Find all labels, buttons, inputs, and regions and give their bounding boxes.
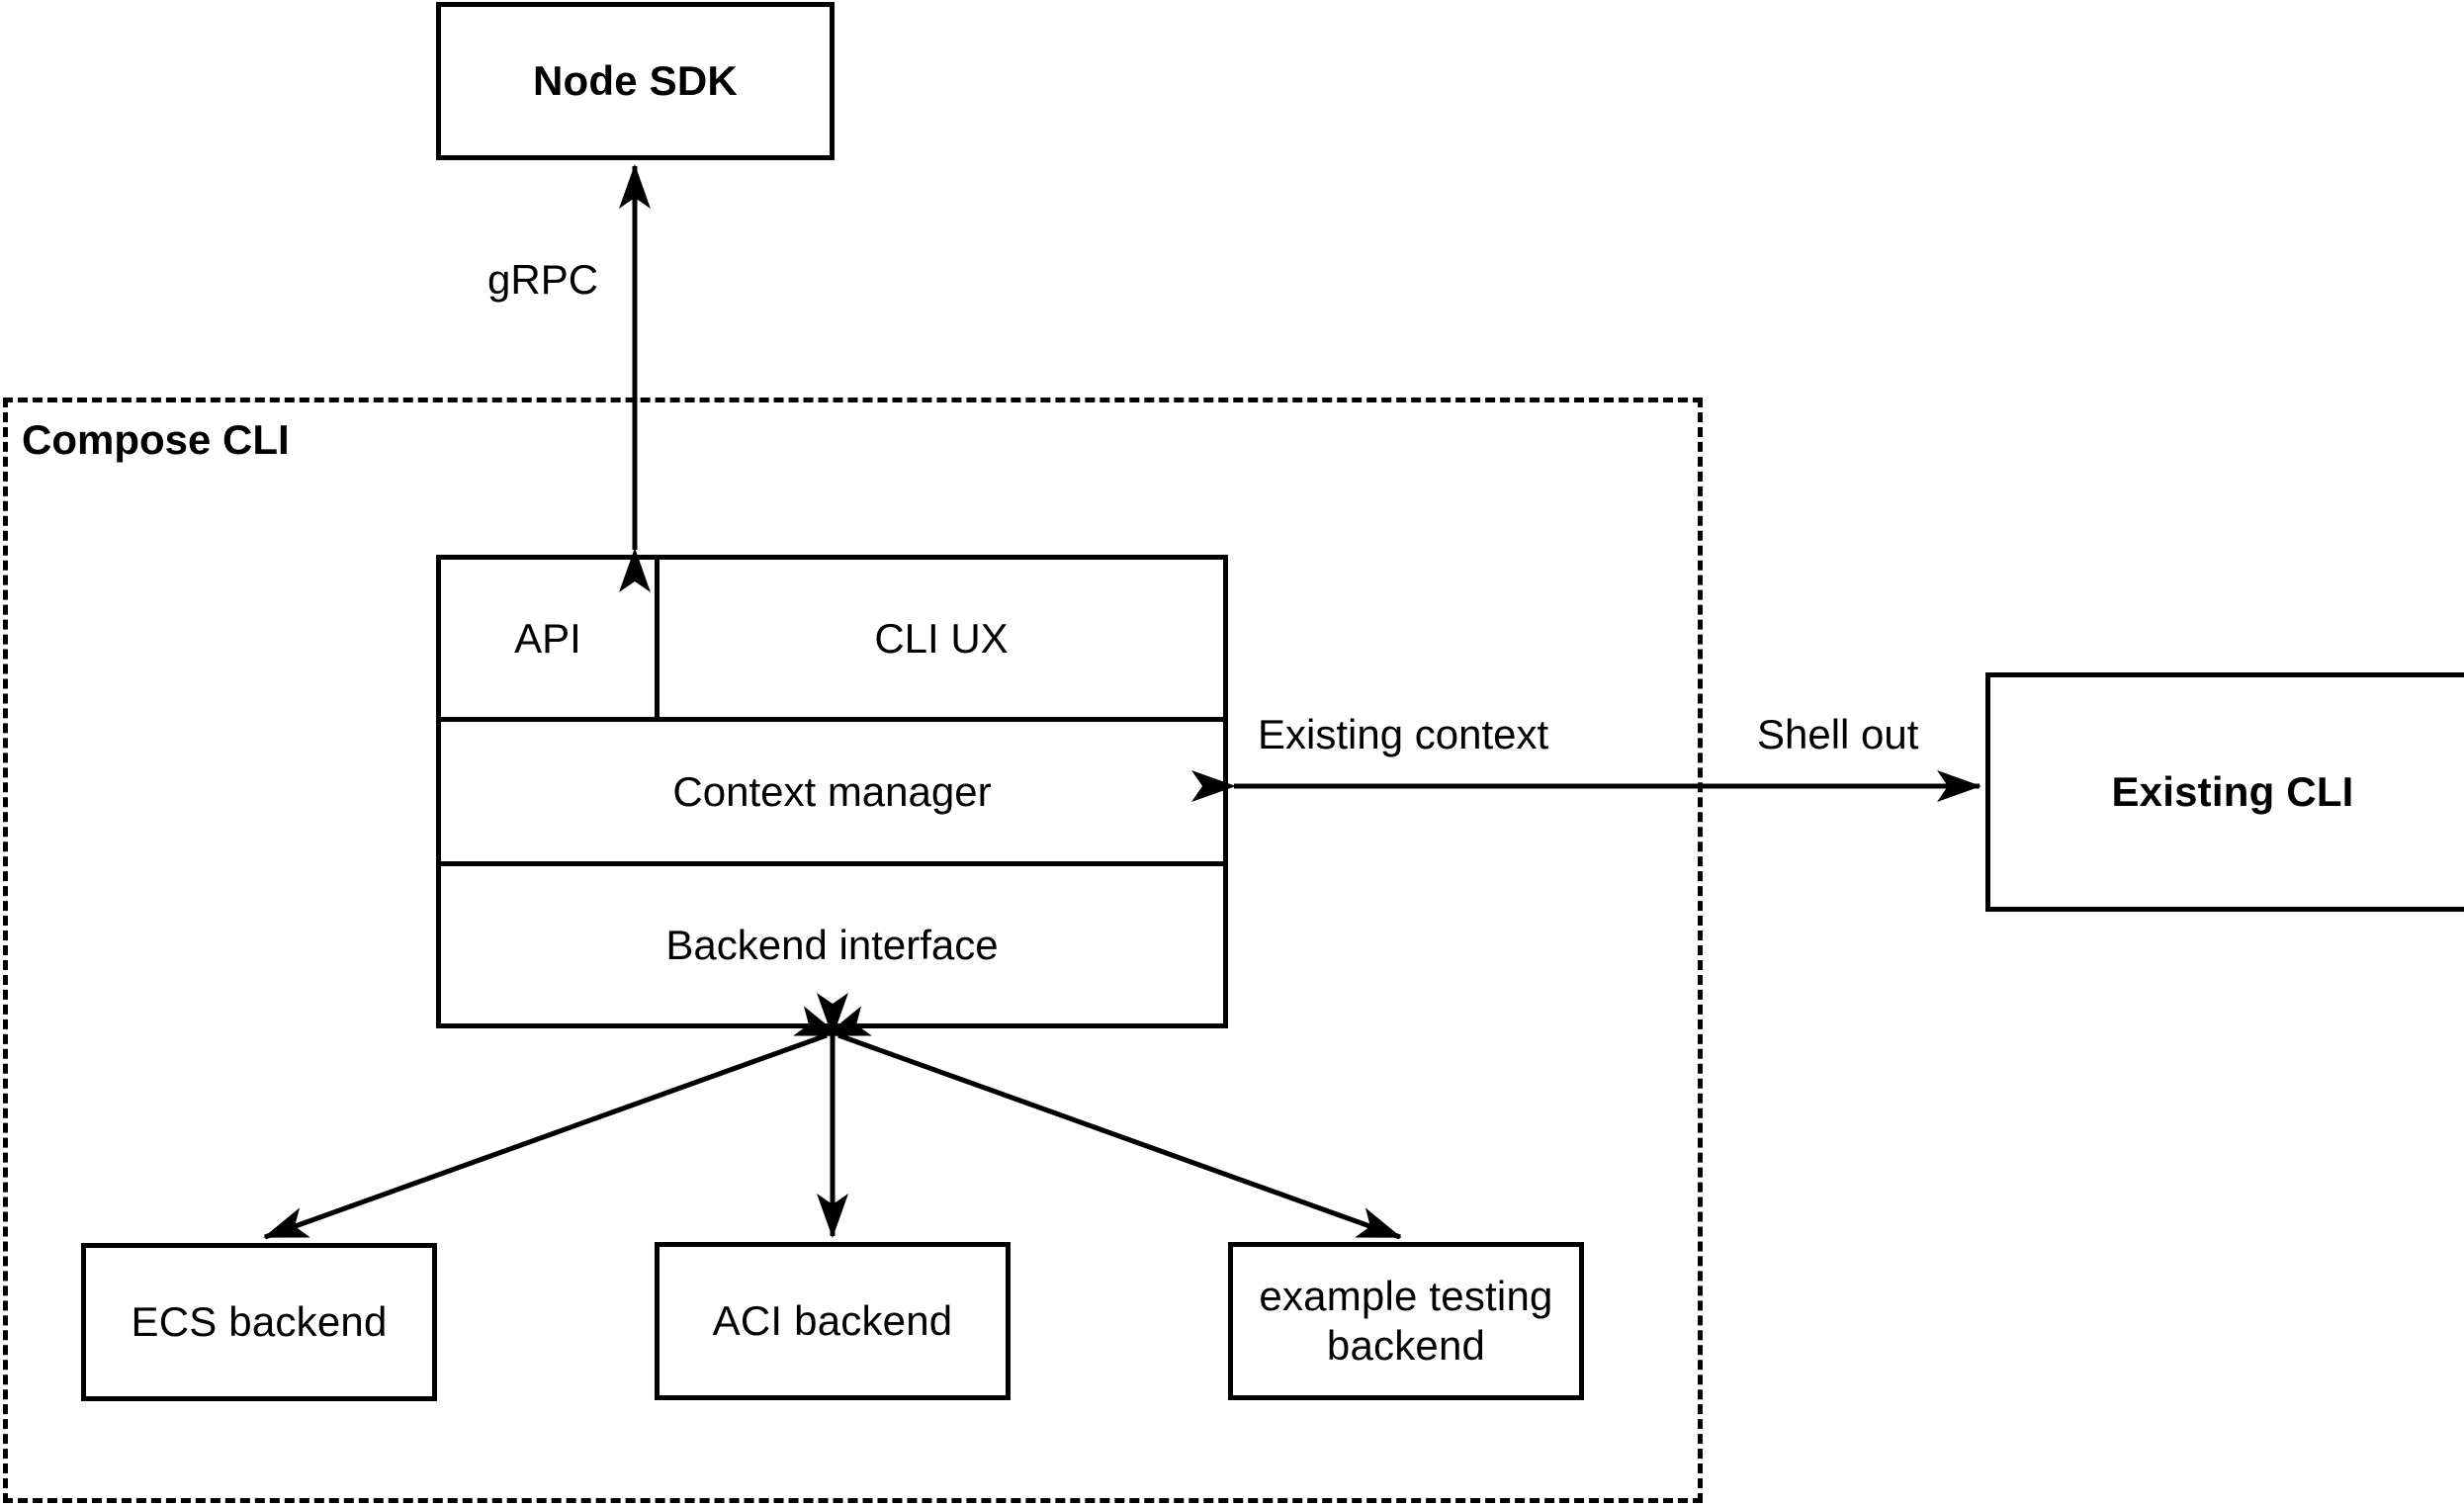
compose-cli-group-boundary (3, 398, 1703, 1503)
grpc-edge-label: gRPC (487, 256, 599, 303)
api-cliux-row: API CLI UX (441, 560, 1223, 717)
api-cell[interactable]: API (441, 560, 655, 717)
example-testing-backend-box[interactable]: example testing backend (1228, 1242, 1584, 1400)
node-sdk-box[interactable]: Node SDK (436, 2, 835, 160)
shell-out-edge-label: Shell out (1757, 711, 1919, 757)
example-testing-backend-line1: example testing (1259, 1273, 1553, 1320)
existing-cli-box[interactable]: Existing CLI (1985, 672, 2464, 912)
compose-cli-core-stack: API CLI UX Context manager Backend inter… (436, 555, 1228, 1028)
context-manager-cell[interactable]: Context manager (441, 722, 1223, 861)
aci-backend-box[interactable]: ACI backend (655, 1242, 1011, 1400)
backend-interface-row: Backend interface (441, 861, 1223, 1023)
existing-context-edge-label: Existing context (1258, 711, 1549, 757)
context-manager-row: Context manager (441, 717, 1223, 861)
backend-interface-cell[interactable]: Backend interface (441, 866, 1223, 1023)
example-testing-backend-line2: backend (1326, 1322, 1486, 1369)
ecs-backend-box[interactable]: ECS backend (81, 1243, 437, 1401)
cli-ux-cell[interactable]: CLI UX (655, 560, 1223, 717)
compose-cli-group-label: Compose CLI (22, 416, 290, 463)
